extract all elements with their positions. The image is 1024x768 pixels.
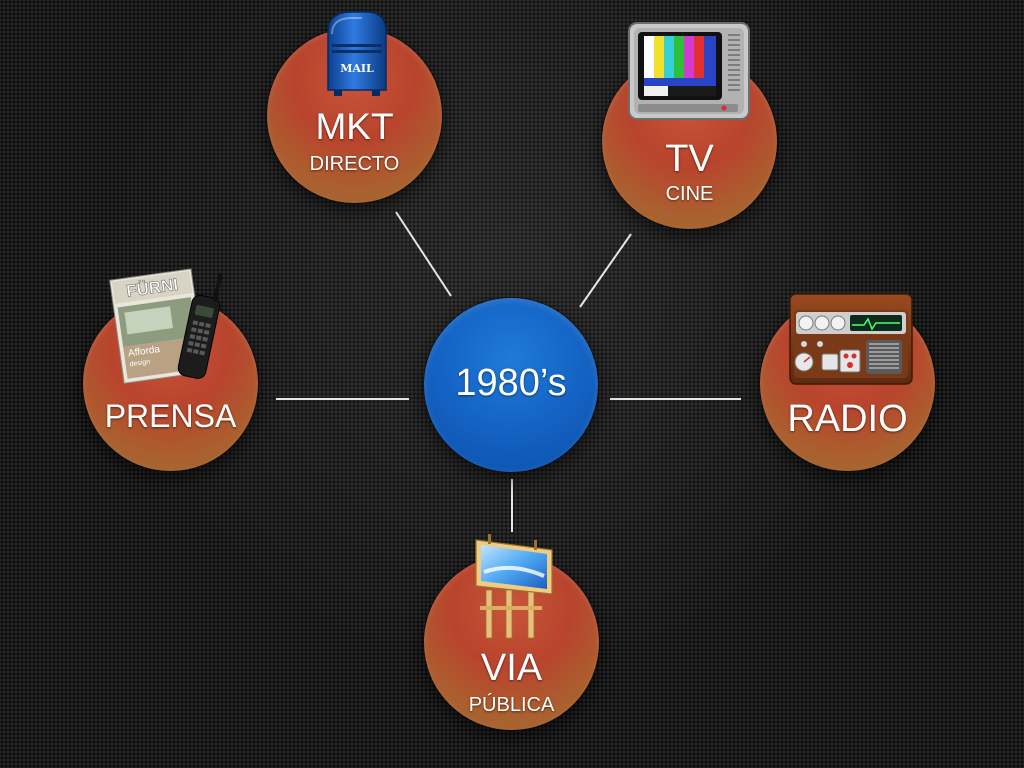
node-title: VIA [480, 647, 543, 689]
node-title: RADIO [787, 398, 908, 440]
center-node: 1980’s [424, 298, 598, 472]
magazine-text: Afforda [127, 344, 161, 359]
mailbox-icon: MAIL [327, 11, 387, 96]
radio-icon [789, 293, 913, 385]
magazine-subtext: design [129, 359, 151, 369]
node-subtitle: DIRECTO [309, 153, 400, 175]
connector-mkt [395, 211, 452, 297]
node-title: MKT [315, 106, 394, 147]
mailbox-text: MAIL [340, 62, 374, 75]
billboard-icon [475, 534, 553, 639]
node-subtitle: CINE [665, 183, 714, 205]
center-label: 1980’s [455, 362, 567, 404]
node-subtitle: PÚBLICA [468, 694, 555, 716]
television-icon [628, 22, 750, 120]
connector-tv [579, 233, 632, 308]
node-title: TV [665, 138, 714, 180]
node-title: PRENSA [104, 398, 237, 434]
magazine-phone-icon: FÜRNI Afforda design [109, 268, 223, 384]
